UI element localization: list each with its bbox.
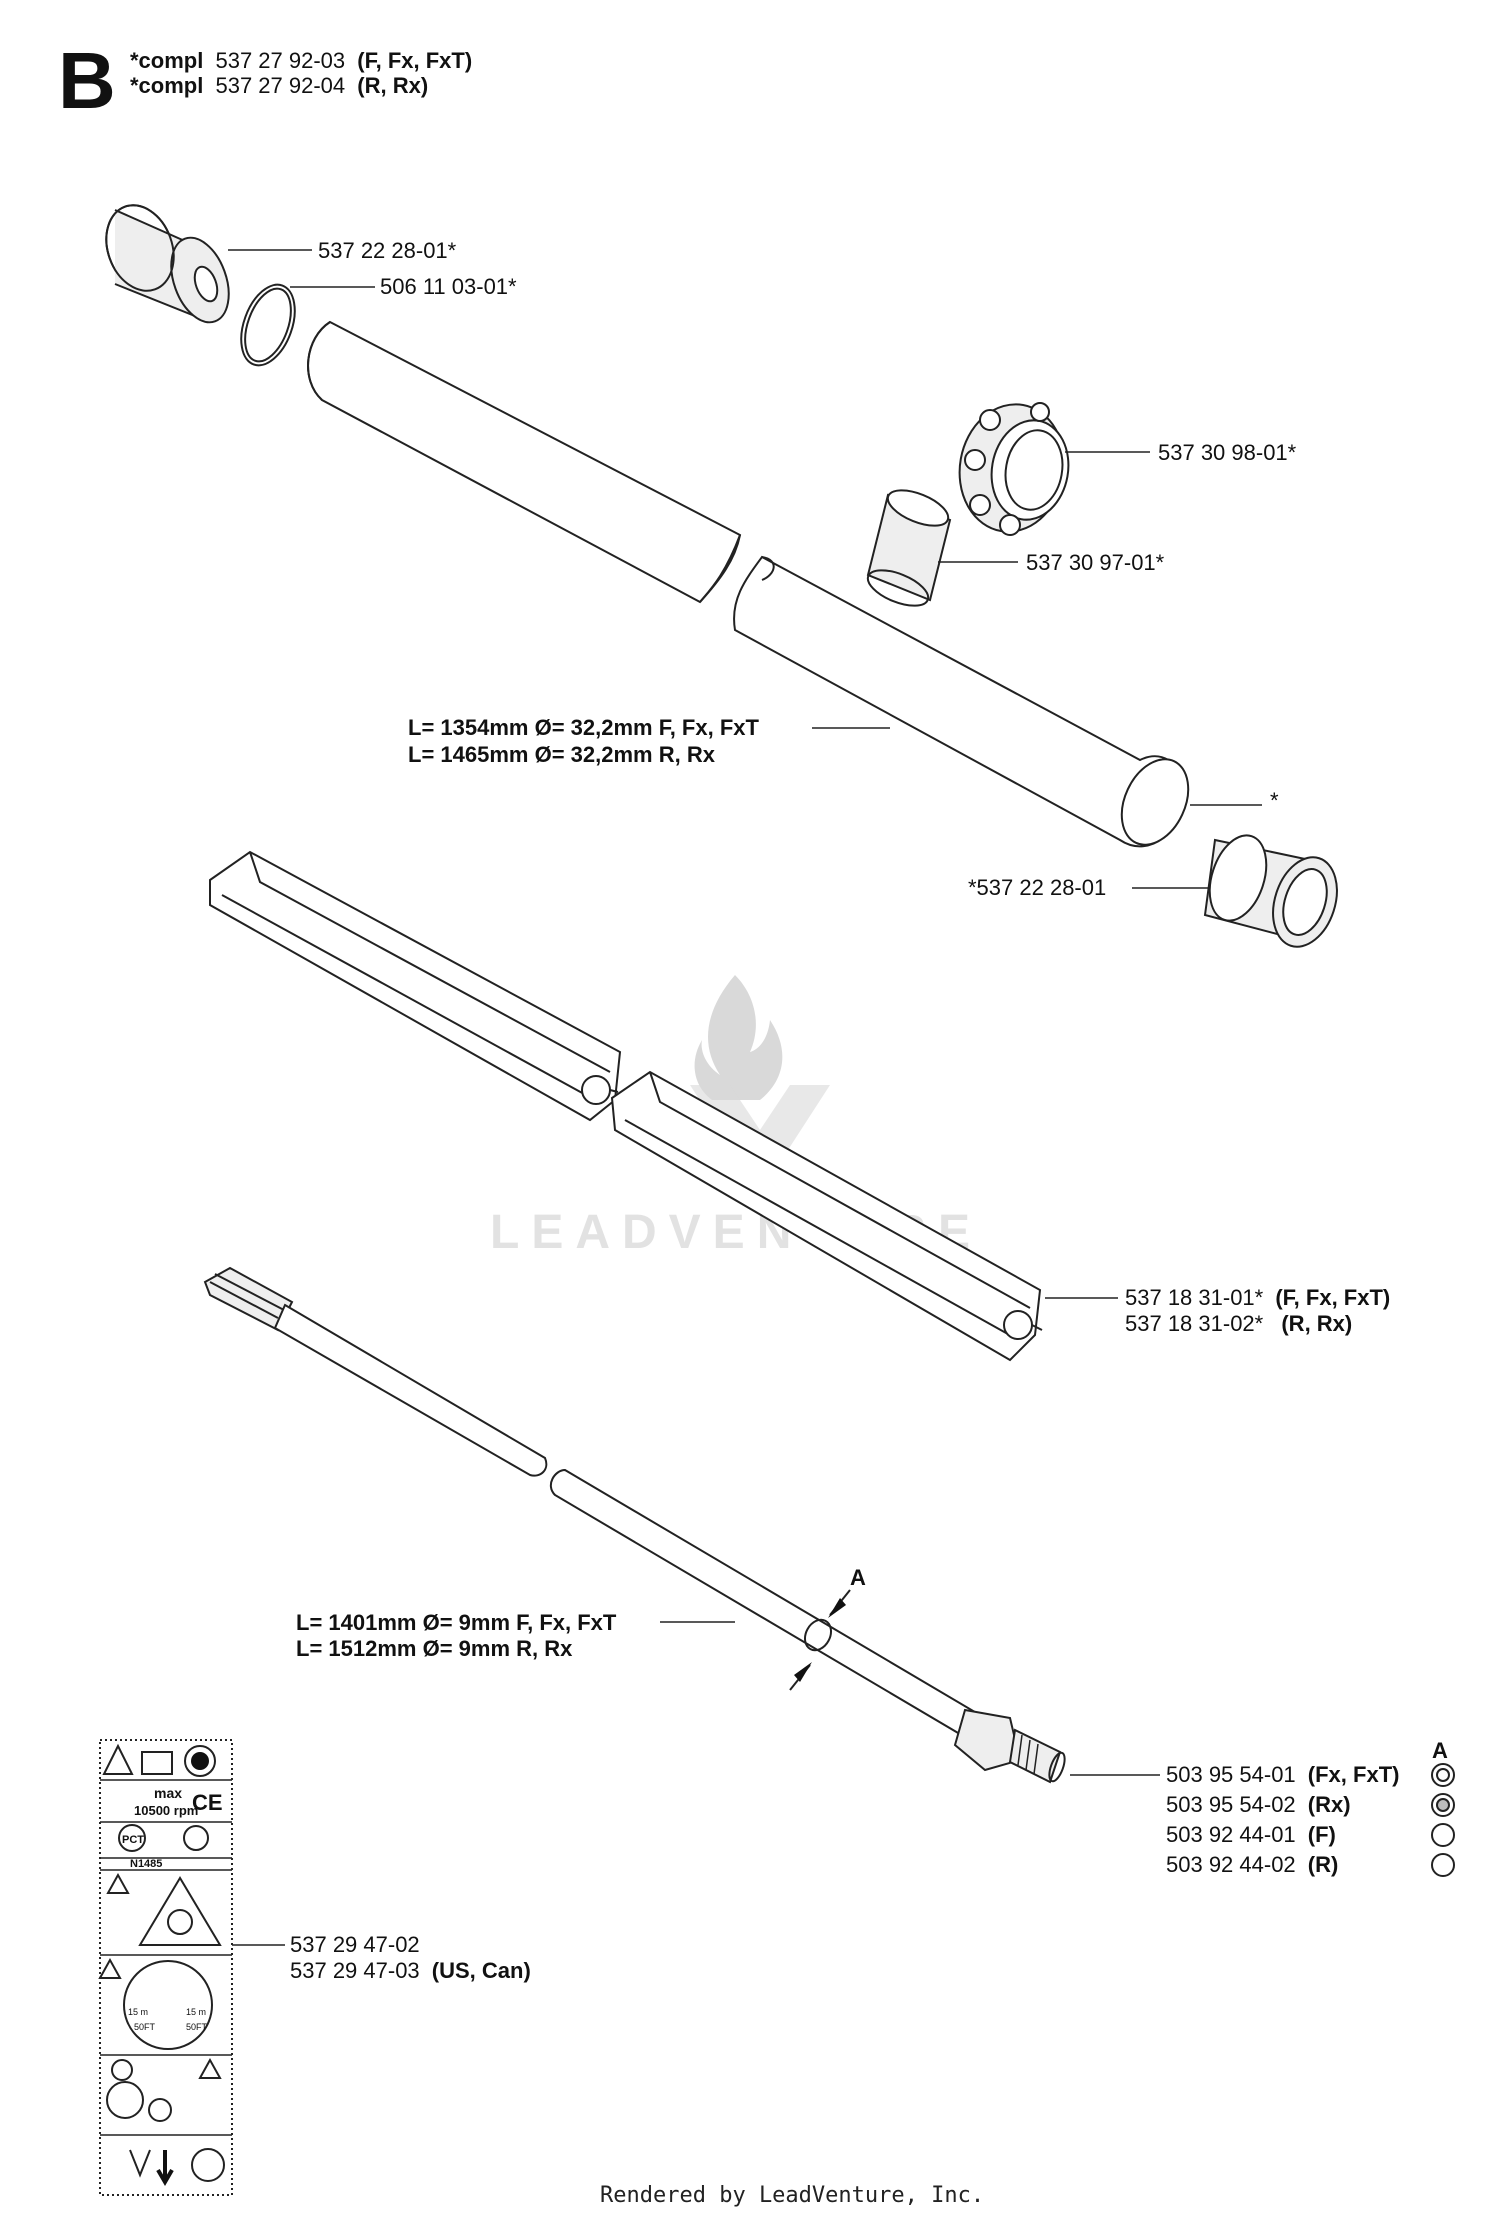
liner-upper: [209, 850, 622, 1122]
warning-triangle-icon: [98, 1957, 122, 1979]
part-row: 503 92 44-02 (R): [1166, 1852, 1338, 1877]
compl-prefix: *compl: [130, 48, 203, 73]
compl-variants: (R, Rx): [357, 73, 428, 98]
compl-variants: (F, Fx, FxT): [357, 48, 472, 73]
decal-max: max: [154, 1785, 182, 1801]
decal-number: 537 29 47-03: [290, 1958, 420, 1983]
compl-prefix: *compl: [130, 73, 203, 98]
part-variants: (Fx, FxT): [1308, 1762, 1400, 1787]
section-letter: B: [58, 36, 116, 125]
decal-ce: CE: [192, 1790, 223, 1815]
lv-watermark-icon: [690, 1085, 830, 1170]
warning-triangle-icon: [198, 2057, 222, 2079]
part-number: 503 92 44-01: [1166, 1822, 1296, 1847]
liner-variants: (F, Fx, FxT): [1275, 1285, 1390, 1310]
no-bystanders-icon: [106, 2081, 144, 2119]
decal-variants: (US, Can): [432, 1958, 531, 1983]
part-row: 503 95 54-01 (Fx, FxT): [1166, 1762, 1399, 1787]
callout-end-cap-bottom: *537 22 28-01: [968, 875, 1106, 900]
part-variants: (R): [1308, 1852, 1339, 1877]
warning-triangle-icon: [102, 1743, 134, 1775]
safety-distance-icon: [123, 1960, 213, 2050]
warning-triangle-icon: [106, 1872, 130, 1894]
flame-watermark-icon: [694, 975, 783, 1100]
callout-end-cap-top: 537 22 28-01*: [318, 238, 457, 263]
footer-credit: Rendered by LeadVenture, Inc.: [600, 2183, 984, 2208]
parts-column-header: A: [1432, 1738, 1448, 1763]
part-row: 503 95 54-02 (Rx): [1166, 1792, 1351, 1817]
compl-line-2: *compl 537 27 92-04 (R, Rx): [130, 73, 428, 98]
callout-tube-star: *: [1270, 788, 1279, 813]
gost-mark-icon: [183, 1825, 209, 1851]
liner-number: 537 18 31-01*: [1125, 1285, 1264, 1310]
callout-liner-2: 537 18 31-02* (R, Rx): [1125, 1311, 1352, 1336]
pct-mark-icon: [118, 1824, 146, 1852]
compl-number: 537 27 92-03: [215, 48, 345, 73]
decal-50ft-left: 50FT: [134, 2022, 156, 2032]
end-cap-bottom: [1203, 834, 1338, 948]
thrown-objects-icon: [138, 1876, 222, 1946]
decal-rpm: 10500 rpm: [134, 1803, 198, 1818]
part-number: 503 95 54-02: [1166, 1792, 1296, 1817]
callout-decal-2: 537 29 47-03 (US, Can): [290, 1958, 531, 1983]
callout-liner-1: 537 18 31-01* (F, Fx, FxT): [1125, 1285, 1390, 1310]
callout-tube-length-2: L= 1465mm Ø= 32,2mm R, Rx: [408, 742, 716, 767]
section-mark-a: A: [850, 1565, 866, 1590]
callout-shaft-length-1: L= 1401mm Ø= 9mm F, Fx, FxT: [296, 1610, 617, 1635]
decal-15m-left: 15 m: [128, 2007, 148, 2017]
callout-nut: 537 30 98-01*: [1158, 440, 1297, 465]
gloves-icon: [129, 2149, 151, 2178]
nut: [958, 402, 1070, 536]
compl-number: 537 27 92-04: [215, 73, 345, 98]
decal-n: N1485: [130, 1858, 162, 1870]
callout-o-ring: 506 11 03-01*: [380, 274, 517, 299]
warning-decal: max 10500 rpm CE PCT N1485 15 m 50FT 15 …: [98, 1739, 233, 2196]
liner-lower: [610, 1070, 1043, 1362]
part-row: 503 92 44-01 (F): [1166, 1822, 1336, 1847]
callout-ring: 537 30 97-01*: [1026, 550, 1165, 575]
eye-ear-protection-icon: [184, 1745, 216, 1777]
liner-variants: (R, Rx): [1281, 1311, 1352, 1336]
manual-book-icon: [141, 1751, 173, 1775]
callout-decal-1: 537 29 47-02: [290, 1932, 420, 1957]
drive-shaft: [203, 1266, 1066, 1784]
callout-tube-length-1: L= 1354mm Ø= 32,2mm F, Fx, FxT: [408, 715, 759, 740]
shaft-parts-list: 503 95 54-01 (Fx, FxT) 503 95 54-02 (Rx)…: [1166, 1762, 1455, 1877]
decal-50ft-right: 50FT: [186, 2022, 208, 2032]
part-number: 503 95 54-01: [1166, 1762, 1296, 1787]
decal-15m-right: 15 m: [186, 2007, 206, 2017]
callout-shaft-length-2: L= 1512mm Ø= 9mm R, Rx: [296, 1636, 573, 1661]
main-tube: [307, 320, 1190, 848]
end-cap-top: [105, 204, 230, 324]
part-variants: (Rx): [1308, 1792, 1351, 1817]
o-ring: [240, 283, 296, 367]
liner-number: 537 18 31-02*: [1125, 1311, 1264, 1336]
boots-icon: [191, 2148, 225, 2182]
part-variants: (F): [1308, 1822, 1336, 1847]
decal-pct: PCT: [122, 1834, 144, 1846]
compl-line-1: *compl 537 27 92-03 (F, Fx, FxT): [130, 48, 472, 73]
arrow-down-icon: [156, 2150, 174, 2186]
ring: [866, 489, 952, 607]
part-number: 503 92 44-02: [1166, 1852, 1296, 1877]
operator-icon: [111, 2059, 133, 2081]
